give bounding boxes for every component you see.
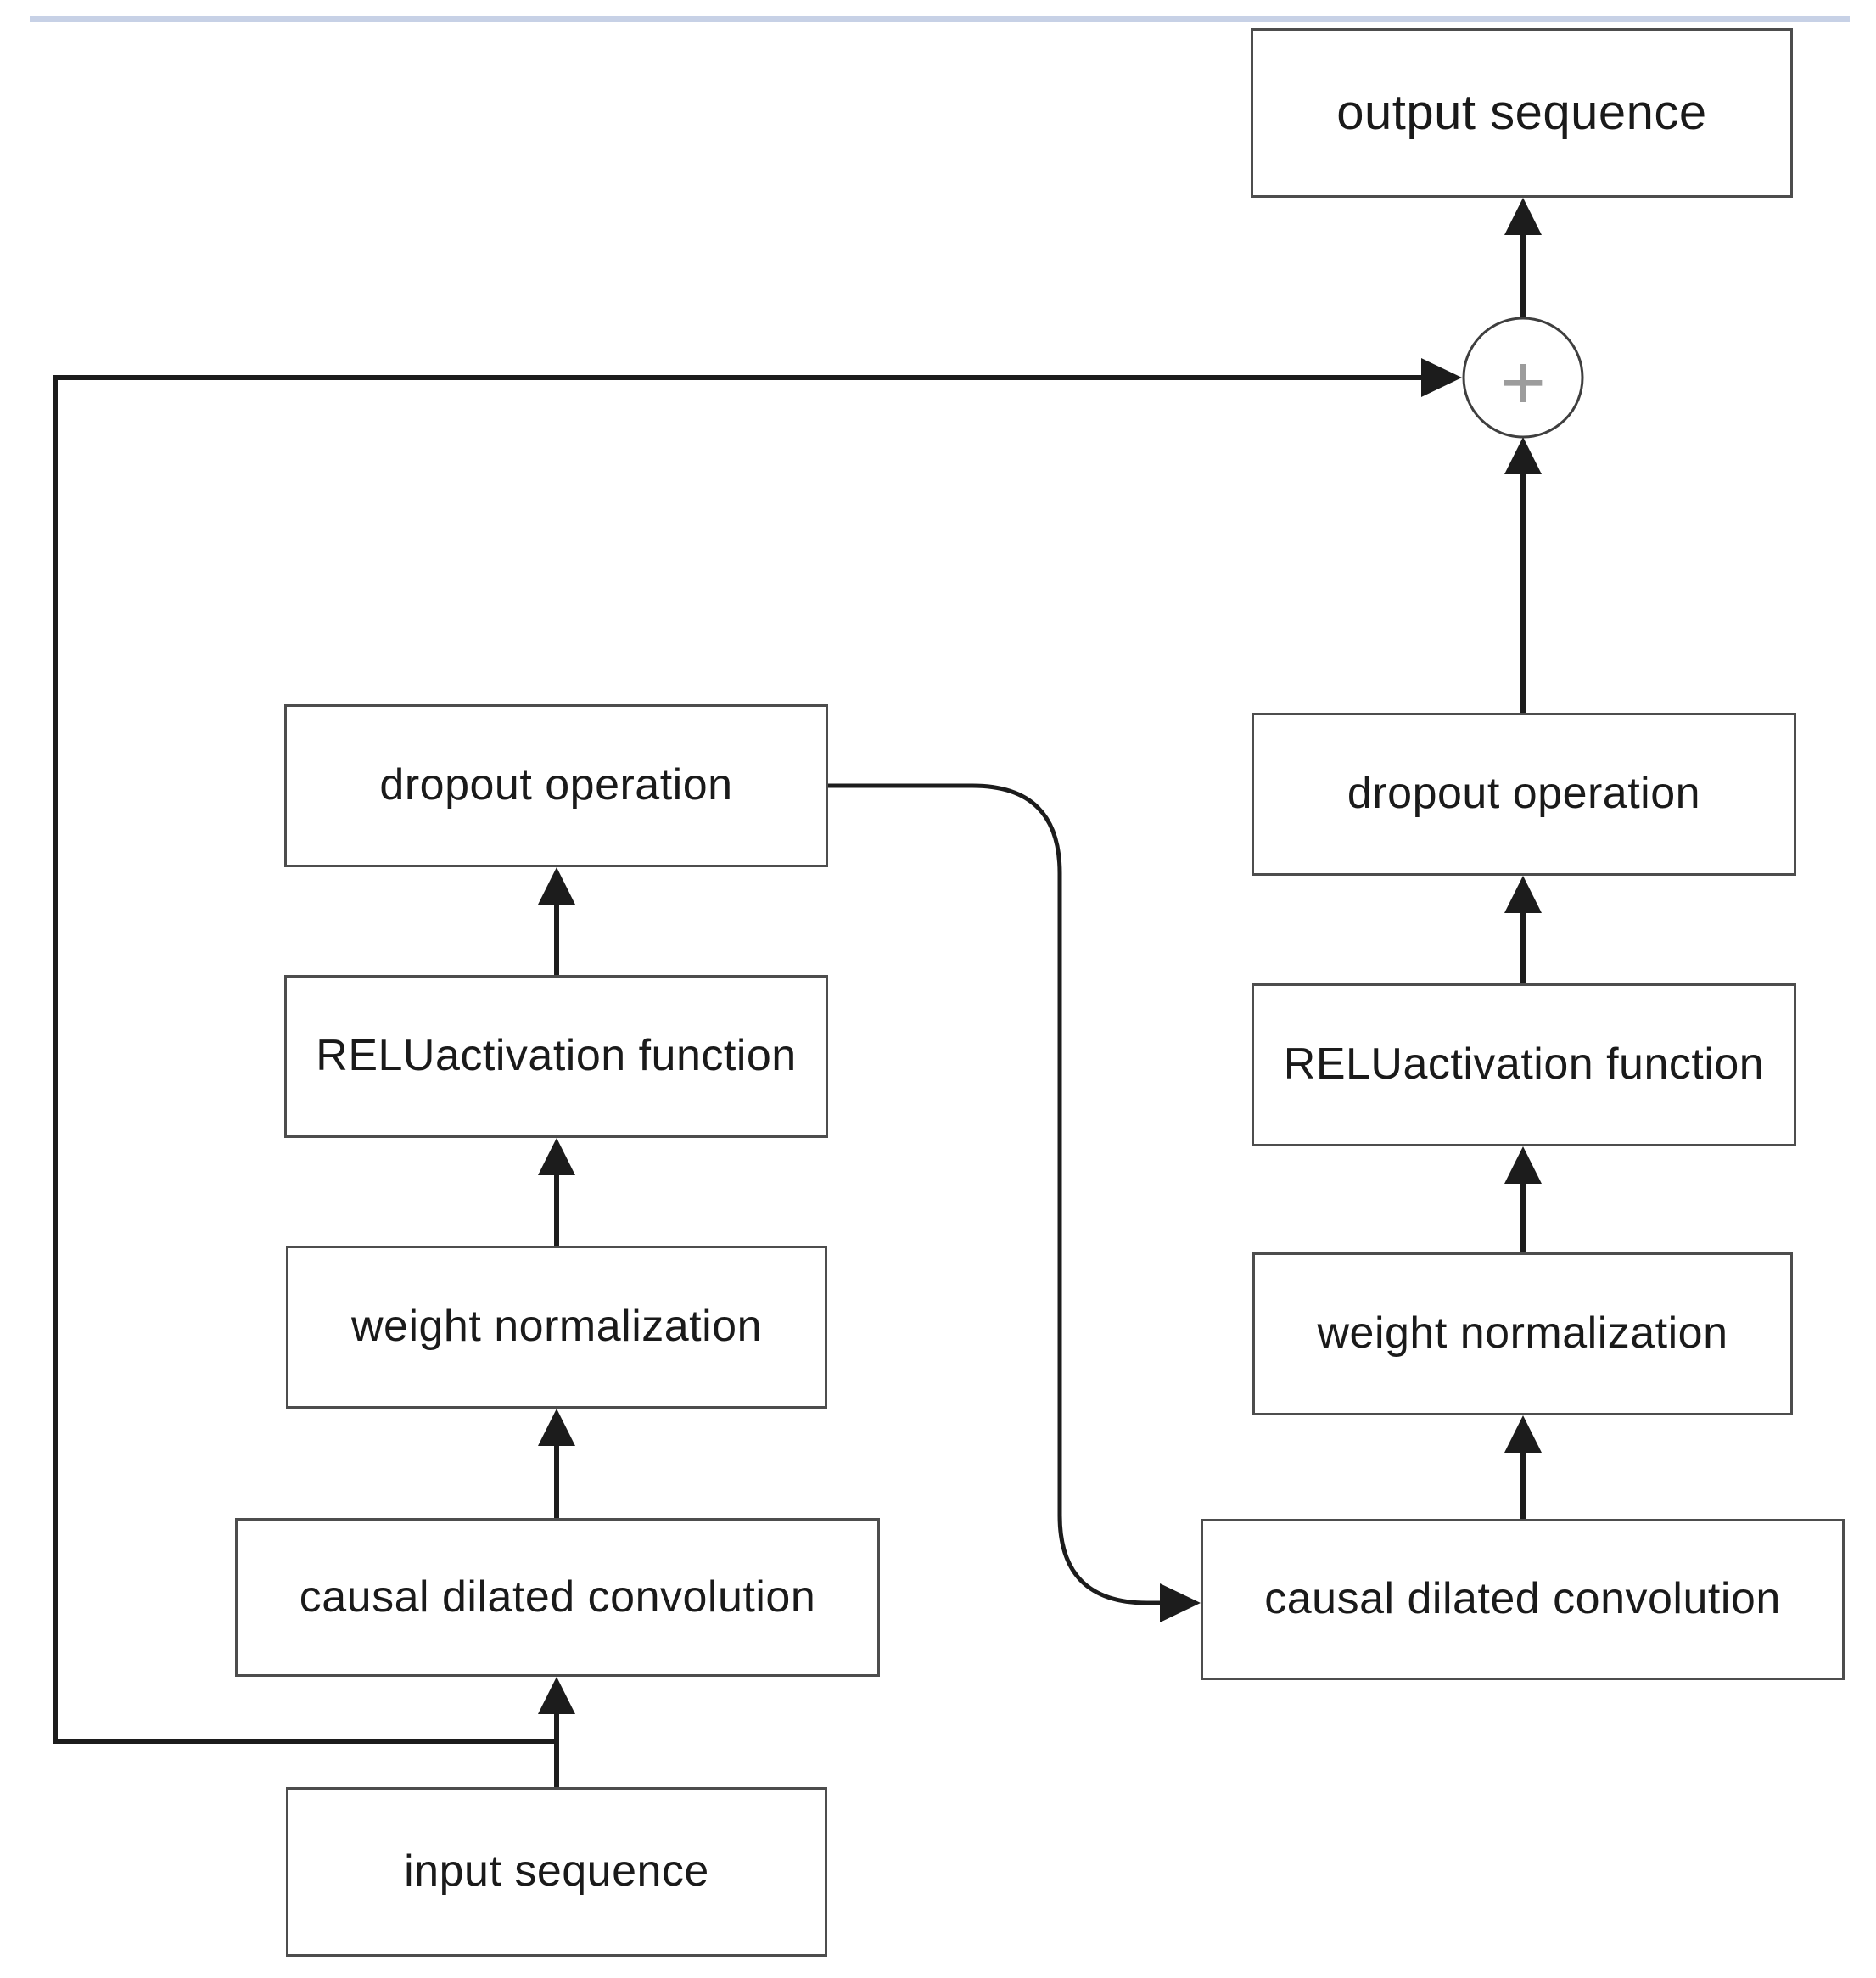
arrow-relu-to-dropout-left bbox=[538, 867, 575, 975]
node-label: RELUactivation function bbox=[316, 1031, 797, 1081]
arrow-input-to-causal-left bbox=[538, 1677, 575, 1787]
node-label: causal dilated convolution bbox=[299, 1572, 816, 1622]
arrow-weightnorm-to-relu-left bbox=[538, 1138, 575, 1246]
node-label: dropout operation bbox=[1347, 769, 1701, 819]
arrow-causal-to-weightnorm-right bbox=[1504, 1415, 1542, 1519]
sum-circle bbox=[1462, 317, 1584, 439]
node-relu-right: RELUactivation function bbox=[1252, 983, 1796, 1146]
node-label: output sequence bbox=[1336, 84, 1707, 140]
node-causal-conv-left: causal dilated convolution bbox=[235, 1518, 880, 1677]
arrow-weightnorm-to-relu-right bbox=[1504, 1146, 1542, 1252]
node-input-sequence: input sequence bbox=[286, 1787, 827, 1957]
node-weight-norm-left: weight normalization bbox=[286, 1246, 827, 1409]
arrow-relu-to-dropout-right bbox=[1504, 876, 1542, 983]
node-dropout-right: dropout operation bbox=[1252, 713, 1796, 876]
arrow-sum-to-output bbox=[1504, 198, 1542, 318]
node-weight-norm-right: weight normalization bbox=[1252, 1252, 1793, 1415]
node-causal-conv-right: causal dilated convolution bbox=[1201, 1519, 1845, 1680]
node-label: weight normalization bbox=[350, 1302, 763, 1352]
node-label: input sequence bbox=[404, 1846, 709, 1897]
top-divider-rule bbox=[30, 16, 1850, 22]
arrow-dropout-to-sum bbox=[1504, 437, 1542, 713]
node-label: causal dilated convolution bbox=[1264, 1574, 1781, 1624]
branch-connector-arrow bbox=[828, 783, 1201, 1622]
node-label: weight normalization bbox=[1317, 1308, 1728, 1359]
node-relu-left: RELUactivation function bbox=[284, 975, 828, 1138]
arrow-causal-to-weightnorm-left bbox=[538, 1409, 575, 1518]
node-dropout-left: dropout operation bbox=[284, 704, 828, 867]
node-label: dropout operation bbox=[379, 760, 733, 810]
node-output-sequence: output sequence bbox=[1251, 28, 1793, 198]
node-label: RELUactivation function bbox=[1283, 1039, 1765, 1090]
skip-connection-arrow bbox=[53, 358, 1462, 1744]
sum-node: + bbox=[1462, 317, 1584, 439]
plus-icon: + bbox=[1500, 339, 1546, 426]
